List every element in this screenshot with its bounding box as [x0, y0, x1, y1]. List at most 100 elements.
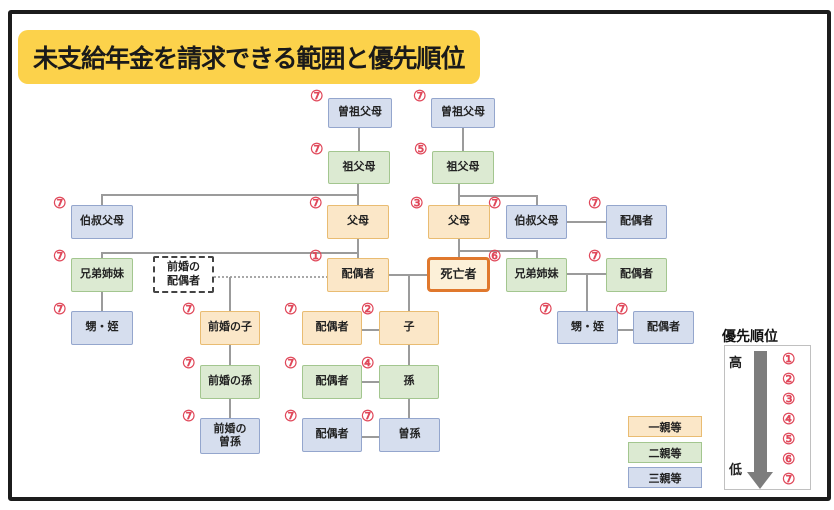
connector-line: [458, 239, 460, 258]
node-uncles-aunts-spouse: ⑦ 配偶者: [588, 196, 667, 239]
node-label: 伯叔父母: [514, 215, 559, 228]
connector-line: [229, 345, 231, 365]
node-spouse: ① 配偶者: [309, 249, 389, 292]
priority-panel: [724, 345, 811, 490]
priority-badge: ⑦: [588, 195, 602, 212]
node-deceased-grandparents: ⑤ 祖父母: [414, 142, 494, 184]
priority-badge: ④: [361, 355, 375, 372]
node-label: 甥・姪: [85, 321, 119, 334]
arrow-down-icon: [754, 351, 767, 473]
connector-line: [362, 329, 379, 331]
connector-line: [567, 221, 606, 223]
node-label: 配偶者: [341, 268, 375, 281]
connector-line: [408, 275, 410, 311]
priority-badge: ⑦: [53, 195, 67, 212]
node-label: 父母: [347, 215, 369, 228]
node-nephews-nieces-spouse: ⑦ 配偶者: [615, 302, 694, 344]
priority-badge: ⑦: [310, 88, 324, 105]
connector-line: [229, 399, 231, 418]
priority-rank: ①: [782, 351, 796, 368]
node-label: 子: [403, 321, 415, 334]
node-label: 兄弟姉妹: [514, 268, 559, 281]
node-spouse-great-grandparents: ⑦ 曽祖父母: [310, 89, 392, 128]
node-label: 父母: [448, 215, 470, 228]
node-great-grandchild: ⑦ 曽孫: [361, 409, 440, 452]
connector-line: [459, 195, 538, 197]
former-spouse-dotted-line: [214, 276, 328, 278]
connector-line: [618, 329, 633, 331]
connector-line: [101, 292, 103, 311]
priority-badge: ⑦: [539, 301, 553, 318]
node-label: 祖父母: [446, 160, 480, 173]
node-label: 孫: [403, 375, 415, 388]
priority-low-label: 低: [729, 462, 743, 477]
connector-line: [358, 127, 360, 151]
connector-line: [458, 184, 460, 205]
node-grandchilds-spouse: ⑦ 配偶者: [284, 356, 362, 399]
priority-high-label: 高: [729, 355, 743, 370]
connector-line: [462, 127, 464, 151]
priority-badge: ⑦: [53, 301, 67, 318]
legend-second-degree: 二親等: [628, 442, 702, 463]
connector-line: [102, 252, 358, 254]
connector-line: [102, 194, 359, 196]
node-label: 死亡者: [440, 267, 477, 282]
priority-badge: ⑦: [361, 408, 375, 425]
priority-rank-list: ① ② ③ ④ ⑤ ⑥ ⑦: [782, 350, 795, 490]
legend-label: 一親等: [648, 421, 682, 434]
priority-rank: ⑤: [782, 431, 796, 448]
priority-rank: ②: [782, 371, 796, 388]
node-label: 配偶者: [315, 428, 349, 441]
node-label: 伯叔父母: [80, 215, 124, 228]
node-grandchild-of-former-marriage: ⑦ 前婚の孫: [182, 356, 260, 399]
connector-line: [536, 250, 538, 258]
priority-badge: ⑦: [310, 141, 324, 158]
legend-label: 二親等: [648, 447, 682, 460]
priority-panel-title: 優先順位: [722, 328, 778, 344]
node-label: 配偶者: [315, 375, 349, 388]
node-spouse-nephews-nieces: ⑦ 甥・姪: [53, 302, 133, 345]
legend-third-degree: 三親等: [628, 467, 702, 488]
node-label: 前婚の孫: [208, 375, 252, 388]
connector-line: [459, 250, 538, 252]
priority-badge: ⑦: [182, 355, 196, 372]
node-spouse-parents: ⑦ 父母: [309, 196, 389, 239]
connector-line: [536, 195, 538, 205]
priority-badge: ⑤: [414, 141, 428, 158]
node-siblings-spouse: ⑦ 配偶者: [588, 249, 667, 292]
node-deceased-siblings: ⑥ 兄弟姉妹: [488, 249, 567, 292]
priority-badge: ⑥: [488, 248, 502, 265]
node-label: 祖父母: [342, 160, 376, 173]
node-spouse-uncles-aunts: ⑦ 伯叔父母: [53, 196, 133, 239]
node-deceased-great-grandparents: ⑦ 曽祖父母: [413, 89, 495, 128]
connector-line: [101, 194, 103, 205]
priority-badge: ⑦: [284, 301, 298, 318]
node-deceased-uncles-aunts: ⑦ 伯叔父母: [488, 196, 567, 239]
connector-line: [362, 381, 379, 383]
priority-badge: ⑦: [53, 248, 67, 265]
priority-rank: ④: [782, 411, 796, 428]
priority-rank: ③: [782, 391, 796, 408]
node-label: 配偶者: [647, 320, 680, 333]
priority-badge: ⑦: [284, 355, 298, 372]
priority-badge: ⑦: [284, 408, 298, 425]
connector-line: [362, 436, 379, 438]
node-label: 配偶者: [620, 268, 653, 281]
legend-label: 三親等: [648, 472, 682, 485]
node-label: 曽祖父母: [338, 106, 382, 119]
arrow-down-icon: [747, 472, 773, 489]
priority-badge: ⑦: [182, 408, 196, 425]
node-great-grandchild-of-former-marriage: ⑦ 前婚の 曽孫: [182, 409, 260, 454]
priority-badge: ⑦: [588, 248, 602, 265]
legend-first-degree: 一親等: [628, 416, 702, 437]
connector-line: [357, 239, 359, 258]
node-label: 曽祖父母: [441, 106, 485, 119]
page-title: 未支給年金を請求できる範囲と優先順位: [18, 30, 480, 84]
node-label: 甥・姪: [571, 320, 604, 333]
node-label: 前婚の 曽孫: [213, 422, 247, 448]
node-deceased: 死亡者: [427, 257, 490, 292]
node-grandchild: ④ 孫: [361, 356, 439, 399]
priority-badge: ⑦: [413, 88, 427, 105]
node-former-spouse: 前婚の 配偶者: [153, 256, 214, 293]
